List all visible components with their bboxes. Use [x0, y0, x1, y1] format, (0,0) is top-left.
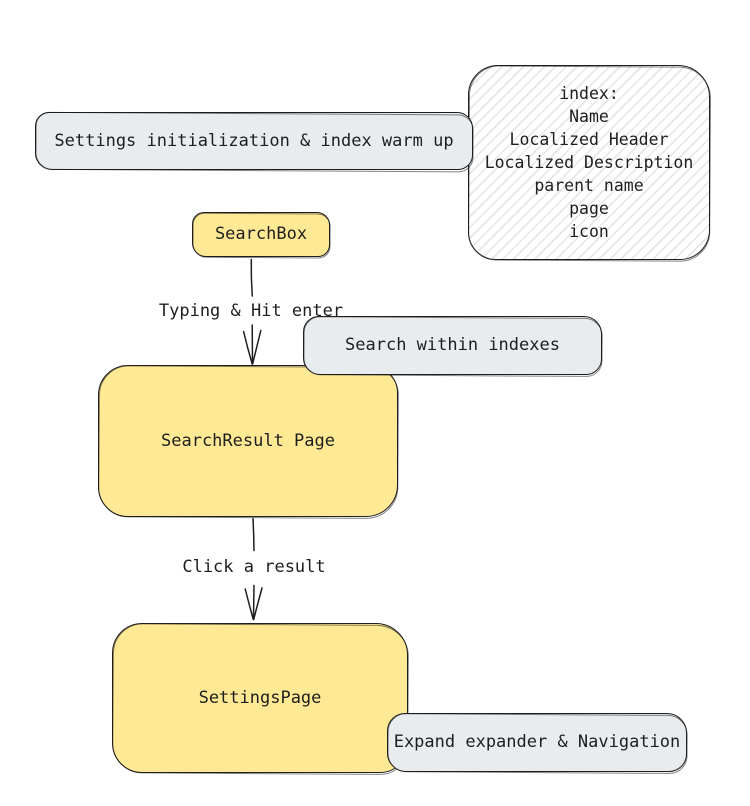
node-search-within-indexes: Search within indexes [303, 316, 602, 375]
node-expand-expander-navigation: Expand expander & Navigation [387, 713, 687, 772]
index-line-parent-name: parent name [534, 176, 644, 195]
index-line-name: Name [569, 107, 609, 126]
node-searchresult-page-label: SearchResult Page [161, 430, 335, 451]
index-line-description: Localized Description [484, 153, 694, 172]
arrow-searchbox-to-searchresult [242, 258, 262, 365]
node-expand-expander-navigation-label: Expand expander & Navigation [393, 732, 681, 753]
index-line-title: index: [559, 84, 619, 103]
node-searchbox-label: SearchBox [214, 224, 308, 245]
node-searchbox: SearchBox [192, 212, 330, 257]
node-searchresult-page: SearchResult Page [98, 365, 398, 517]
node-settings-initialization-label: Settings initialization & index warm up [54, 130, 454, 151]
index-line-header: Localized Header [509, 130, 669, 149]
node-search-within-indexes-label: Search within indexes [345, 335, 560, 356]
node-settingspage-label: SettingsPage [198, 687, 322, 708]
node-settings-initialization: Settings initialization & index warm up [35, 112, 473, 170]
edge-label-click-a-result: Click a result [182, 557, 326, 577]
arrow-searchresult-to-settingspage [244, 517, 263, 621]
index-line-page: page [569, 199, 609, 218]
node-index-fields: index: Name Localized Header Localized D… [468, 65, 710, 260]
node-settingspage: SettingsPage [112, 623, 408, 773]
index-line-icon: icon [569, 222, 609, 241]
